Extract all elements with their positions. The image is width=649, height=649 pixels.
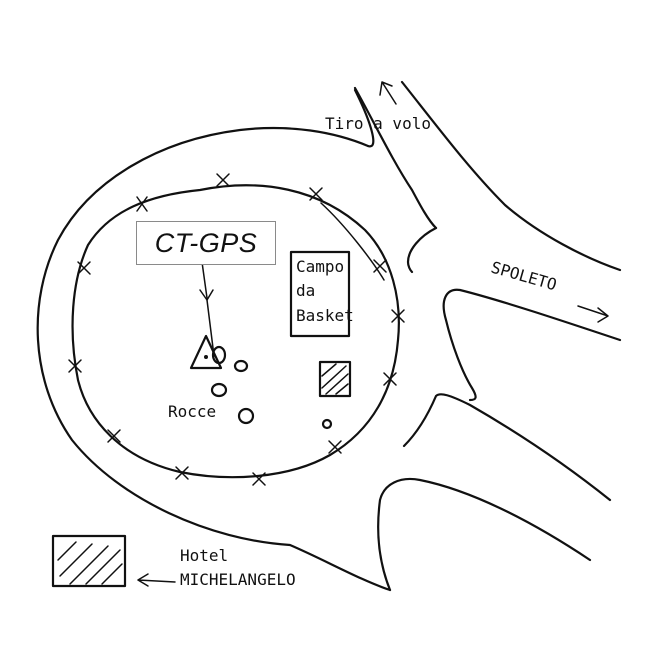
fence-cross — [175, 466, 189, 480]
rock-outline-icon — [210, 382, 228, 398]
label-basket: Basket — [296, 306, 354, 325]
road-tiro-a-volo — [353, 80, 622, 272]
fence-cross — [391, 309, 405, 323]
hotel-building-outline — [51, 534, 127, 588]
road-tiro-left-edge — [353, 88, 375, 148]
fence-cross — [77, 261, 91, 275]
label-hotel: Hotel — [180, 546, 228, 565]
label-campo: Campo — [296, 257, 344, 276]
hatched-square-icon — [318, 360, 352, 398]
hotel-building-hatch — [57, 541, 123, 585]
rock-outline-icon — [237, 407, 255, 425]
station-approach-line — [206, 299, 215, 357]
rock-outline-icon — [211, 345, 227, 365]
fence-cross — [309, 187, 323, 201]
road-lower-branch — [377, 393, 612, 592]
hotel-arrow — [137, 573, 176, 587]
road-tiro-left-edge-2 — [353, 86, 438, 230]
label-rocce: Rocce — [168, 402, 216, 421]
fence-cross — [373, 259, 387, 273]
hatched-rectangle-icon — [51, 534, 127, 588]
rocks-group — [210, 345, 333, 430]
pointer-to-station-thin-line — [320, 202, 385, 281]
label-tiro-a-volo: Tiro a volo — [325, 114, 431, 133]
small-building-outline — [318, 360, 352, 398]
fence-cross — [68, 359, 82, 373]
fence-cross — [383, 372, 397, 386]
label-michelangelo: MICHELANGELO — [180, 570, 296, 589]
ring-road-outer-edge — [36, 126, 392, 592]
rock-outline-icon — [233, 359, 249, 373]
fence-cross — [328, 440, 342, 454]
road-tiro-right-edge — [400, 80, 622, 272]
small-building-hatch — [321, 363, 349, 395]
road-tiro-arrow — [379, 81, 397, 105]
rock-outline-icon — [321, 418, 333, 430]
station-dot — [204, 355, 208, 359]
fence-cross — [107, 429, 121, 443]
road-lower-lower-edge — [377, 477, 592, 592]
callout-pointer-line — [201, 261, 208, 299]
road-spoleto-lower-edge — [442, 288, 622, 402]
ring-road — [36, 126, 400, 592]
fence-cross — [252, 472, 266, 486]
fence-cross — [136, 196, 148, 212]
road-spoleto-arrow — [577, 305, 609, 323]
ct-gps-callout: CT-GPS — [136, 221, 276, 265]
road-spoleto — [406, 226, 622, 402]
label-spoleto: SPOLETO — [489, 258, 559, 295]
label-da: da — [296, 281, 315, 300]
road-spoleto-upper-edge — [406, 226, 438, 274]
fence-cross — [216, 173, 230, 187]
fence-crosses — [68, 173, 405, 486]
basketball-court-outline — [289, 250, 351, 338]
road-lower-upper-edge — [402, 393, 612, 502]
